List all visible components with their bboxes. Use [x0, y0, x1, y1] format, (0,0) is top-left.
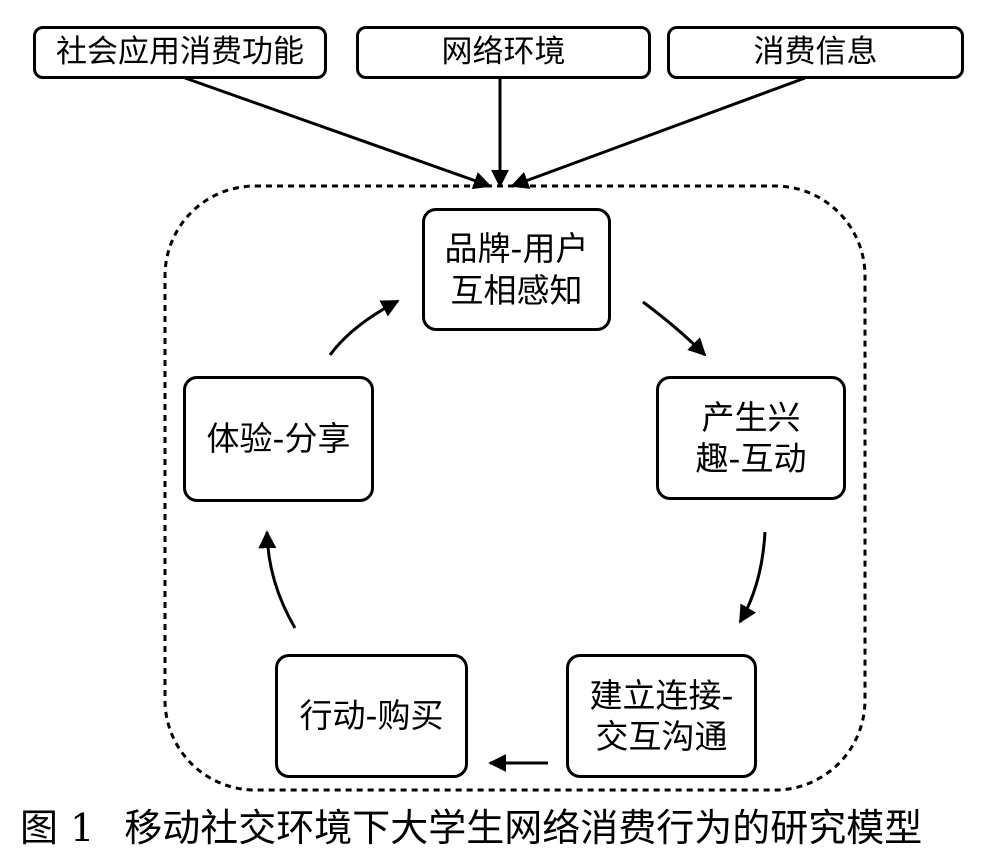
cycle-box-interest: 产生兴 趣-互动	[656, 376, 846, 500]
influence-box-network-environment: 网络环境	[356, 26, 651, 79]
cycle-label-line: 行动-购买	[299, 696, 444, 736]
arrow-purchase-to-experience	[258, 530, 297, 629]
figure-number: 图 1	[20, 806, 95, 850]
cycle-label-line: 体验-分享	[206, 419, 351, 459]
cycle-label-line: 建立连接-	[589, 675, 734, 715]
arrow-interest-to-connection	[738, 531, 767, 624]
cycle-box-purchase: 行动-购买	[275, 654, 468, 778]
arrow-perception-to-interest	[642, 300, 707, 357]
cycle-label-line: 品牌-用户	[444, 229, 589, 269]
cycle-container-dashed	[163, 184, 867, 792]
cycle-label-line: 交互沟通	[595, 717, 728, 756]
cycle-box-brand-perception: 品牌-用户 互相感知	[422, 208, 611, 331]
influence-label: 网络环境	[441, 34, 566, 70]
influence-box-consumer-info: 消费信息	[667, 26, 964, 79]
cycle-label-line: 互相感知	[450, 270, 583, 310]
arrow-experience-to-perception	[328, 299, 400, 356]
cycle-box-experience: 体验-分享	[183, 376, 374, 502]
arrow-social-function-to-cycle	[184, 76, 492, 190]
figure-caption: 图 1 移动社交环境下大学生网络消费行为的研究模型	[20, 803, 970, 853]
cycle-label-line: 趣-互动	[695, 439, 807, 478]
influence-box-social-function: 社会应用消费功能	[33, 26, 327, 79]
cycle-box-connection: 建立连接- 交互沟通	[566, 654, 757, 778]
figure-title: 移动社交环境下大学生网络消费行为的研究模型	[124, 806, 923, 850]
arrow-consumer-info-to-cycle	[510, 76, 806, 189]
influence-label: 消费信息	[753, 34, 878, 70]
influence-label: 社会应用消费功能	[56, 34, 304, 70]
cycle-label-line: 产生兴	[701, 397, 801, 437]
